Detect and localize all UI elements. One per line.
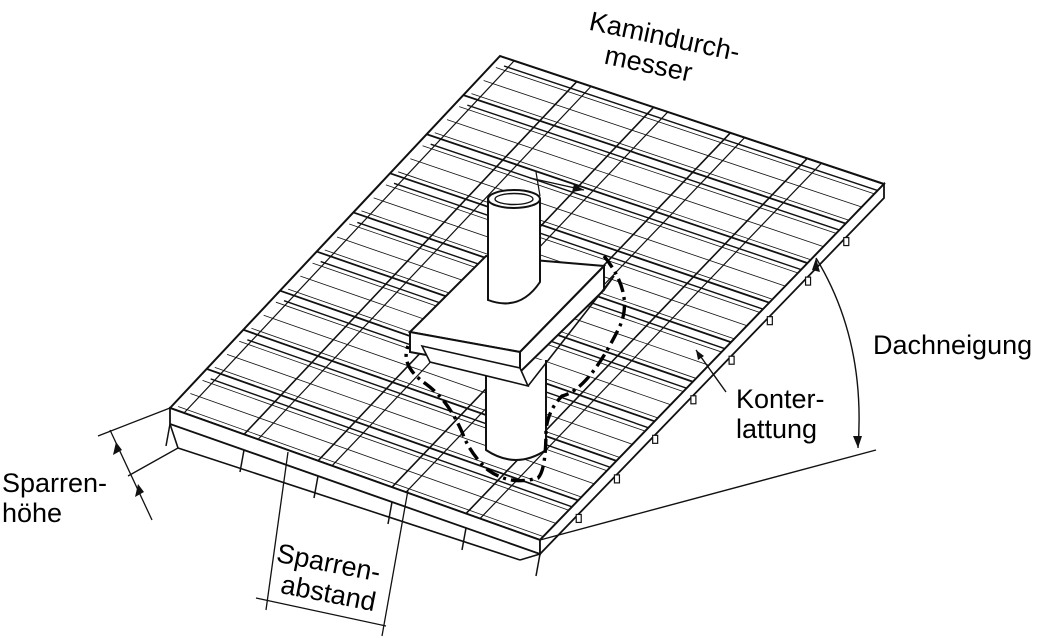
- lath-line: [226, 353, 600, 487]
- sparrenabstand-dimension: [255, 451, 409, 637]
- konterlattung-leader: [695, 349, 727, 393]
- label-sparrenhoehe: Sparren- höhe: [2, 468, 107, 528]
- lath-line: [495, 67, 880, 196]
- rafter-end: [165, 423, 171, 447]
- batten: [389, 172, 770, 304]
- lath-line: [385, 184, 766, 315]
- rafter-line: [243, 81, 578, 435]
- lath-line: [397, 171, 778, 302]
- batten-edge: [210, 378, 583, 512]
- lath-line: [263, 314, 638, 447]
- batten-edge: [503, 65, 884, 195]
- batten: [463, 94, 847, 225]
- chimney-top: [487, 189, 541, 209]
- lath-line: [239, 340, 613, 473]
- chimney: [407, 171, 615, 461]
- lath-line: [190, 393, 562, 526]
- rafter-line-edge: [479, 162, 822, 520]
- lath-line: [214, 366, 587, 500]
- rafter-end: [313, 475, 319, 499]
- batten-end-block: [690, 395, 697, 405]
- label-sparrenhoehe-line2: höhe: [2, 498, 63, 528]
- lath-line: [434, 132, 817, 262]
- label-konterlattung-line2: lattung: [736, 414, 818, 444]
- rafter-end: [461, 527, 467, 551]
- batten: [426, 133, 808, 264]
- rafter-end: [239, 449, 245, 473]
- label-konterlattung-line1: Konter-: [736, 384, 825, 414]
- batten: [243, 328, 617, 462]
- label-dachneigung-text: Dachneigung: [873, 330, 1033, 360]
- batten-end-block: [613, 474, 621, 484]
- lath-line: [410, 158, 791, 289]
- label-sparrenhoehe-line1: Sparren-: [2, 468, 108, 498]
- lath-line: [202, 380, 574, 513]
- batten-edge: [393, 182, 774, 314]
- rafter-bottom-edge-side: [519, 553, 541, 561]
- batten: [499, 56, 884, 185]
- label-dachneigung: Dachneigung: [873, 330, 1032, 360]
- rafter-front-left: [169, 423, 179, 449]
- label-konterlattung: Konter- lattung: [736, 384, 825, 444]
- opening-dashdot-outline: [404, 254, 627, 483]
- rafter-end: [535, 553, 541, 577]
- rafter-line-edge: [257, 86, 592, 440]
- batten-end-block: [766, 316, 773, 326]
- batten-edge: [430, 143, 812, 274]
- lath-line: [177, 406, 549, 539]
- roof-pitch-angle: [539, 257, 877, 541]
- batten-end-block: [804, 276, 812, 286]
- chimney-upper-pipe: [487, 198, 541, 305]
- rafter-line: [170, 56, 501, 409]
- rafter-line-edge: [183, 60, 515, 414]
- rafter-end: [387, 501, 393, 525]
- rafter-ends: [165, 236, 850, 577]
- batten: [170, 407, 541, 540]
- batten-grid: [170, 56, 884, 540]
- batten-edge: [247, 339, 621, 472]
- batten-end-block: [728, 355, 735, 365]
- batten-edge: [467, 104, 851, 235]
- sparrenhoehe-dimension: [97, 407, 179, 521]
- batten-end-block: [843, 236, 850, 247]
- batten-end-block: [575, 513, 582, 524]
- lath-line: [446, 119, 829, 249]
- lath-line: [483, 80, 868, 210]
- lath-line: [251, 327, 625, 460]
- batten-end-block: [652, 434, 659, 444]
- lath-line: [422, 145, 804, 276]
- lath-line: [459, 106, 842, 236]
- batten: [206, 368, 579, 502]
- lath-line: [471, 93, 855, 223]
